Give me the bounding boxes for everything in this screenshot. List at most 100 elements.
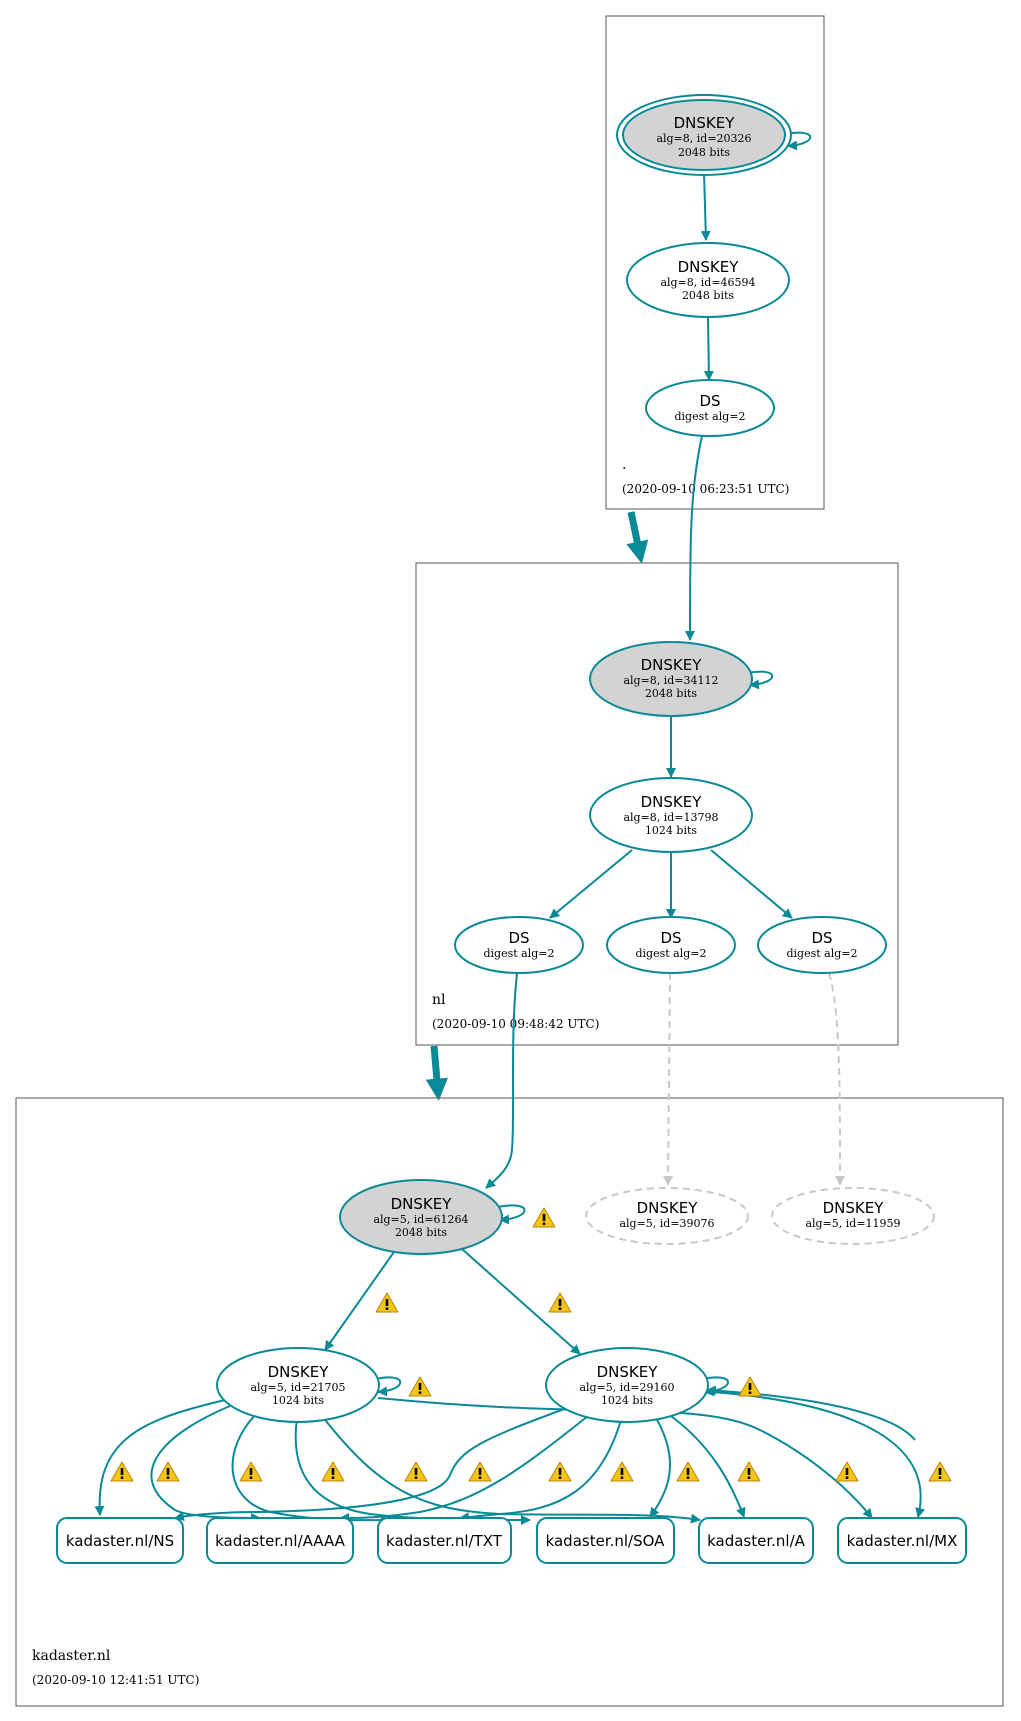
warning-icon[interactable] bbox=[468, 1461, 492, 1482]
node-root-dnskey-ksk[interactable]: DNSKEY alg=8, id=20326 2048 bits bbox=[616, 94, 792, 176]
warning-icon[interactable] bbox=[408, 1376, 432, 1397]
rrset-label: kadaster.nl/NS bbox=[66, 1532, 174, 1550]
warning-icon[interactable] bbox=[532, 1207, 556, 1228]
edge-nl-ds3-ghost2 bbox=[828, 972, 845, 1186]
rrset-label: kadaster.nl/TXT bbox=[386, 1532, 503, 1550]
warning-icon[interactable] bbox=[548, 1292, 572, 1313]
edge-zsk2-aaaa bbox=[339, 1415, 589, 1523]
node-nl-dnskey-zsk[interactable]: DNSKEY alg=8, id=13798 1024 bits bbox=[589, 777, 753, 853]
node-title: DS bbox=[699, 392, 720, 410]
edge-nl-zsk-ds3 bbox=[710, 849, 793, 919]
warning-icon[interactable] bbox=[737, 1461, 761, 1482]
rrset-label: kadaster.nl/AAAA bbox=[215, 1532, 346, 1550]
delegation-arrow-root-nl bbox=[626, 511, 649, 564]
node-detail: alg=5, id=29160 bbox=[579, 1381, 674, 1394]
edge-zsk2-soa bbox=[649, 1417, 671, 1518]
zone-nl-box bbox=[415, 562, 899, 1046]
warning-icon[interactable] bbox=[835, 1461, 859, 1482]
zone-root: . (2020-09-10 06:23:51 UTC) bbox=[605, 15, 825, 510]
node-detail: alg=8, id=13798 bbox=[623, 811, 718, 824]
warning-icon[interactable] bbox=[375, 1292, 399, 1313]
warning-icon[interactable] bbox=[239, 1461, 263, 1482]
node-nl-ds-2[interactable]: DS digest alg=2 bbox=[606, 916, 736, 974]
node-title: DNSKEY bbox=[268, 1363, 330, 1381]
edge-zsk2-mx-back bbox=[711, 1391, 926, 1518]
node-title: DS bbox=[811, 929, 832, 947]
rrset-kadaster-a[interactable]: kadaster.nl/A bbox=[698, 1517, 814, 1564]
edge-mx-zsk2 bbox=[706, 1385, 916, 1441]
edge-zsk2-ns bbox=[174, 1407, 568, 1522]
warning-icon[interactable] bbox=[548, 1461, 572, 1482]
node-detail: digest alg=2 bbox=[674, 410, 745, 423]
warning-icon[interactable] bbox=[928, 1461, 952, 1482]
node-detail: alg=5, id=39076 bbox=[619, 1217, 714, 1230]
node-detail: 1024 bits bbox=[601, 1394, 653, 1407]
edge-zsk1-mx bbox=[377, 1397, 873, 1519]
node-kadaster-dnskey-ksk[interactable]: DNSKEY alg=5, id=61264 2048 bits bbox=[339, 1179, 503, 1255]
warning-icon[interactable] bbox=[404, 1461, 428, 1482]
rrset-label: kadaster.nl/MX bbox=[847, 1532, 958, 1550]
node-title: DNSKEY bbox=[674, 114, 736, 132]
node-nl-ds-1[interactable]: DS digest alg=2 bbox=[454, 916, 584, 974]
warning-icon[interactable] bbox=[676, 1461, 700, 1482]
zone-nl: nl (2020-09-10 09:48:42 UTC) bbox=[415, 562, 899, 1046]
node-root-ds[interactable]: DS digest alg=2 bbox=[645, 379, 775, 437]
node-title: DNSKEY bbox=[637, 1199, 699, 1217]
node-kadaster-dnskey-ghost-2[interactable]: DNSKEY alg=5, id=11959 bbox=[771, 1187, 935, 1245]
rrset-kadaster-txt[interactable]: kadaster.nl/TXT bbox=[377, 1517, 512, 1564]
node-detail: digest alg=2 bbox=[483, 947, 554, 960]
node-kadaster-dnskey-zsk-2[interactable]: DNSKEY alg=5, id=29160 1024 bits bbox=[545, 1347, 709, 1423]
node-title: DNSKEY bbox=[641, 656, 703, 674]
node-detail: alg=5, id=21705 bbox=[250, 1381, 345, 1394]
warning-icon[interactable] bbox=[110, 1461, 134, 1482]
edge-nl-ksk-self bbox=[747, 670, 774, 690]
node-detail: 1024 bits bbox=[272, 1394, 324, 1407]
rrset-kadaster-ns[interactable]: kadaster.nl/NS bbox=[56, 1517, 184, 1564]
rrset-label: kadaster.nl/A bbox=[707, 1532, 806, 1550]
zone-kadaster-name: kadaster.nl bbox=[32, 1648, 111, 1664]
node-title: DNSKEY bbox=[641, 793, 703, 811]
zone-kadaster-box bbox=[15, 1097, 1004, 1707]
edge-nl-ds1-kad-ksk bbox=[485, 972, 518, 1189]
rrset-kadaster-aaaa[interactable]: kadaster.nl/AAAA bbox=[206, 1517, 354, 1564]
node-detail: alg=5, id=11959 bbox=[805, 1217, 900, 1230]
node-title: DNSKEY bbox=[597, 1363, 659, 1381]
node-detail: digest alg=2 bbox=[635, 947, 706, 960]
zone-root-name: . bbox=[622, 457, 626, 473]
node-detail: 2048 bits bbox=[645, 687, 697, 700]
node-detail: 1024 bits bbox=[645, 824, 697, 837]
node-title: DNSKEY bbox=[823, 1199, 885, 1217]
node-detail: 2048 bits bbox=[678, 146, 730, 159]
edge-root-zsk-ds bbox=[703, 317, 714, 381]
edge-nl-zsk-ds1 bbox=[549, 849, 633, 919]
node-kadaster-dnskey-zsk-1[interactable]: DNSKEY alg=5, id=21705 1024 bits bbox=[216, 1347, 380, 1423]
node-detail: alg=5, id=61264 bbox=[373, 1213, 468, 1226]
edge-kad-ksk-self bbox=[497, 1204, 526, 1225]
node-nl-ds-3[interactable]: DS digest alg=2 bbox=[757, 916, 887, 974]
edge-zsk1-self bbox=[375, 1376, 402, 1397]
rrset-label: kadaster.nl/SOA bbox=[546, 1532, 666, 1550]
edge-kad-ksk-zsk1 bbox=[324, 1251, 395, 1351]
warning-icon[interactable] bbox=[610, 1461, 634, 1482]
node-title: DNSKEY bbox=[391, 1195, 453, 1213]
node-title: DS bbox=[660, 929, 681, 947]
warning-icon[interactable] bbox=[156, 1461, 180, 1482]
edge-root-ds-nl-ksk bbox=[685, 435, 703, 641]
warning-icon[interactable] bbox=[321, 1461, 345, 1482]
edge-kad-ksk-zsk2 bbox=[461, 1248, 581, 1355]
warning-icon[interactable] bbox=[738, 1376, 762, 1397]
zone-kadaster-timestamp: (2020-09-10 12:41:51 UTC) bbox=[32, 1673, 199, 1687]
rrset-kadaster-mx[interactable]: kadaster.nl/MX bbox=[837, 1517, 967, 1564]
rrset-kadaster-soa[interactable]: kadaster.nl/SOA bbox=[536, 1517, 675, 1564]
node-kadaster-dnskey-ghost-1[interactable]: DNSKEY alg=5, id=39076 bbox=[585, 1187, 749, 1245]
node-nl-dnskey-ksk[interactable]: DNSKEY alg=8, id=34112 2048 bits bbox=[589, 641, 753, 717]
edge-nl-ds2-ghost1 bbox=[663, 972, 674, 1186]
edge-root-ksk-self bbox=[785, 131, 812, 151]
zone-root-box bbox=[605, 15, 825, 510]
zone-root-timestamp: (2020-09-10 06:23:51 UTC) bbox=[622, 482, 789, 496]
node-title: DS bbox=[508, 929, 529, 947]
node-root-dnskey-zsk[interactable]: DNSKEY alg=8, id=46594 2048 bits bbox=[626, 242, 790, 318]
node-detail: alg=8, id=34112 bbox=[623, 674, 718, 687]
edge-root-ksk-zsk bbox=[700, 171, 711, 241]
zone-nl-name: nl bbox=[432, 992, 446, 1008]
